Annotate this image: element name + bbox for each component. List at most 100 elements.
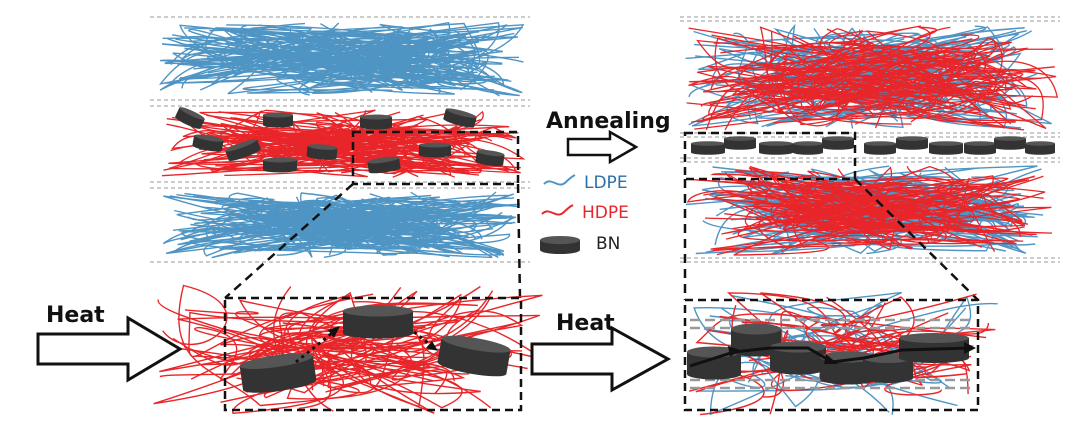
polymer-chain <box>215 32 430 76</box>
bn-platelets <box>691 136 1055 155</box>
bn-platelet <box>367 156 401 174</box>
polymer-chain <box>697 41 1011 106</box>
bn-platelet <box>475 149 505 167</box>
left-bottom-ldpe-layer <box>150 187 530 263</box>
polymer-chain <box>293 32 515 83</box>
left-top-ldpe-layer <box>150 16 530 101</box>
annealing-arrow: Annealing <box>546 109 671 165</box>
polymer-chain <box>181 204 436 256</box>
left-layered-structure <box>150 16 530 263</box>
bn-platelet <box>306 144 338 160</box>
bn-platelet <box>994 136 1026 150</box>
polymer-chain <box>702 26 1026 127</box>
polymer-chain <box>298 199 439 253</box>
bn-platelet <box>1025 141 1055 155</box>
bn-platelet <box>724 136 756 150</box>
conduction-arrows <box>689 342 976 368</box>
bn-platelet <box>263 112 293 128</box>
bn-platelet <box>896 136 928 150</box>
polymer-chain <box>799 72 1042 120</box>
polymer-chain <box>755 175 1046 233</box>
bn-platelet <box>443 108 477 128</box>
polymer-chain <box>712 177 970 252</box>
legend-label-bn: BN <box>596 234 620 254</box>
polymer-chain <box>181 26 403 89</box>
polymer-chain <box>732 174 1009 230</box>
polymer-chain <box>735 50 980 113</box>
polymer-chain <box>311 197 511 240</box>
polymer-chain <box>240 24 425 94</box>
bn-platelet <box>360 114 392 130</box>
polymer-chain <box>715 195 1024 250</box>
legend-item-ldpe: LDPE <box>543 173 628 193</box>
bn-platelet <box>691 141 725 155</box>
polymer-chain <box>858 39 996 129</box>
legend-label-ldpe: LDPE <box>584 173 628 193</box>
polymer-chain <box>709 57 1007 111</box>
left-zoom-line <box>516 183 522 299</box>
polymer-chain <box>188 29 478 83</box>
legend-item-hdpe: HDPE <box>541 203 629 223</box>
polymer-chain <box>201 322 477 366</box>
legend-label-hdpe: HDPE <box>582 203 629 223</box>
bn-platelet-icon <box>540 236 580 254</box>
polymer-chain <box>258 192 511 251</box>
polymer-chain <box>265 199 508 250</box>
bn-platelet <box>864 141 896 155</box>
polymer-chain <box>157 299 463 409</box>
bn-platelet <box>770 341 826 375</box>
bn-platelet <box>793 141 823 155</box>
left-zoom-view <box>153 284 543 415</box>
polymer-chain <box>158 39 462 90</box>
right-interface-bn-layer <box>680 132 1060 163</box>
legend-item-bn: BN <box>540 234 620 254</box>
right-zoom-box <box>683 298 980 412</box>
right-zoom-view <box>683 291 998 416</box>
bn-platelet <box>175 107 205 129</box>
bn-platelet <box>343 305 413 339</box>
left-middle-hdpe-bn-layer <box>150 105 530 183</box>
polymer-chain <box>210 28 438 86</box>
heat-arrow-left: Heat <box>36 303 183 383</box>
bn-platelet <box>964 141 996 155</box>
polymer-chain <box>270 130 521 174</box>
bn-platelet <box>929 141 963 155</box>
hdpe-chain-icon <box>541 204 574 216</box>
polymer-chain <box>768 31 1025 131</box>
left-zoom-line <box>224 183 354 299</box>
right-zoom-line <box>854 178 979 301</box>
right-bottom-layer <box>680 165 1060 263</box>
ldpe-chain-icon <box>543 174 576 186</box>
migration-arrows <box>295 326 438 364</box>
polymer-chain <box>740 186 990 234</box>
bn-platelets <box>239 305 511 393</box>
ldpe-chains <box>162 191 520 259</box>
polymer-chain <box>688 315 903 392</box>
polymer-chain <box>691 67 1013 123</box>
polymer-chain <box>159 22 411 79</box>
right-zoom-source-box <box>683 131 857 181</box>
heat-label-right: Heat <box>556 311 615 336</box>
bn-platelet <box>759 141 793 155</box>
heat-label-left: Heat <box>46 303 105 328</box>
bn-platelet <box>263 157 297 173</box>
bn-platelet <box>437 335 511 377</box>
annealing-label: Annealing <box>546 109 671 134</box>
bn-platelets <box>175 107 505 174</box>
polymer-chain <box>276 66 511 93</box>
polymer-chain <box>797 25 997 98</box>
polymer-chain <box>311 112 455 173</box>
bn-platelet <box>192 134 224 152</box>
legend: LDPE HDPE BN <box>540 173 629 254</box>
mixed-chains <box>685 165 1053 256</box>
heat-arrow-right: Heat <box>530 311 672 393</box>
right-top-layer <box>680 16 1060 131</box>
polymer-chain <box>188 293 490 358</box>
bn-platelet <box>239 353 317 393</box>
mixed-chains <box>685 23 1059 131</box>
bn-platelet <box>419 142 451 158</box>
polymer-chain <box>273 45 452 93</box>
bn-platelet <box>822 136 854 150</box>
polymer-chain <box>221 290 466 387</box>
